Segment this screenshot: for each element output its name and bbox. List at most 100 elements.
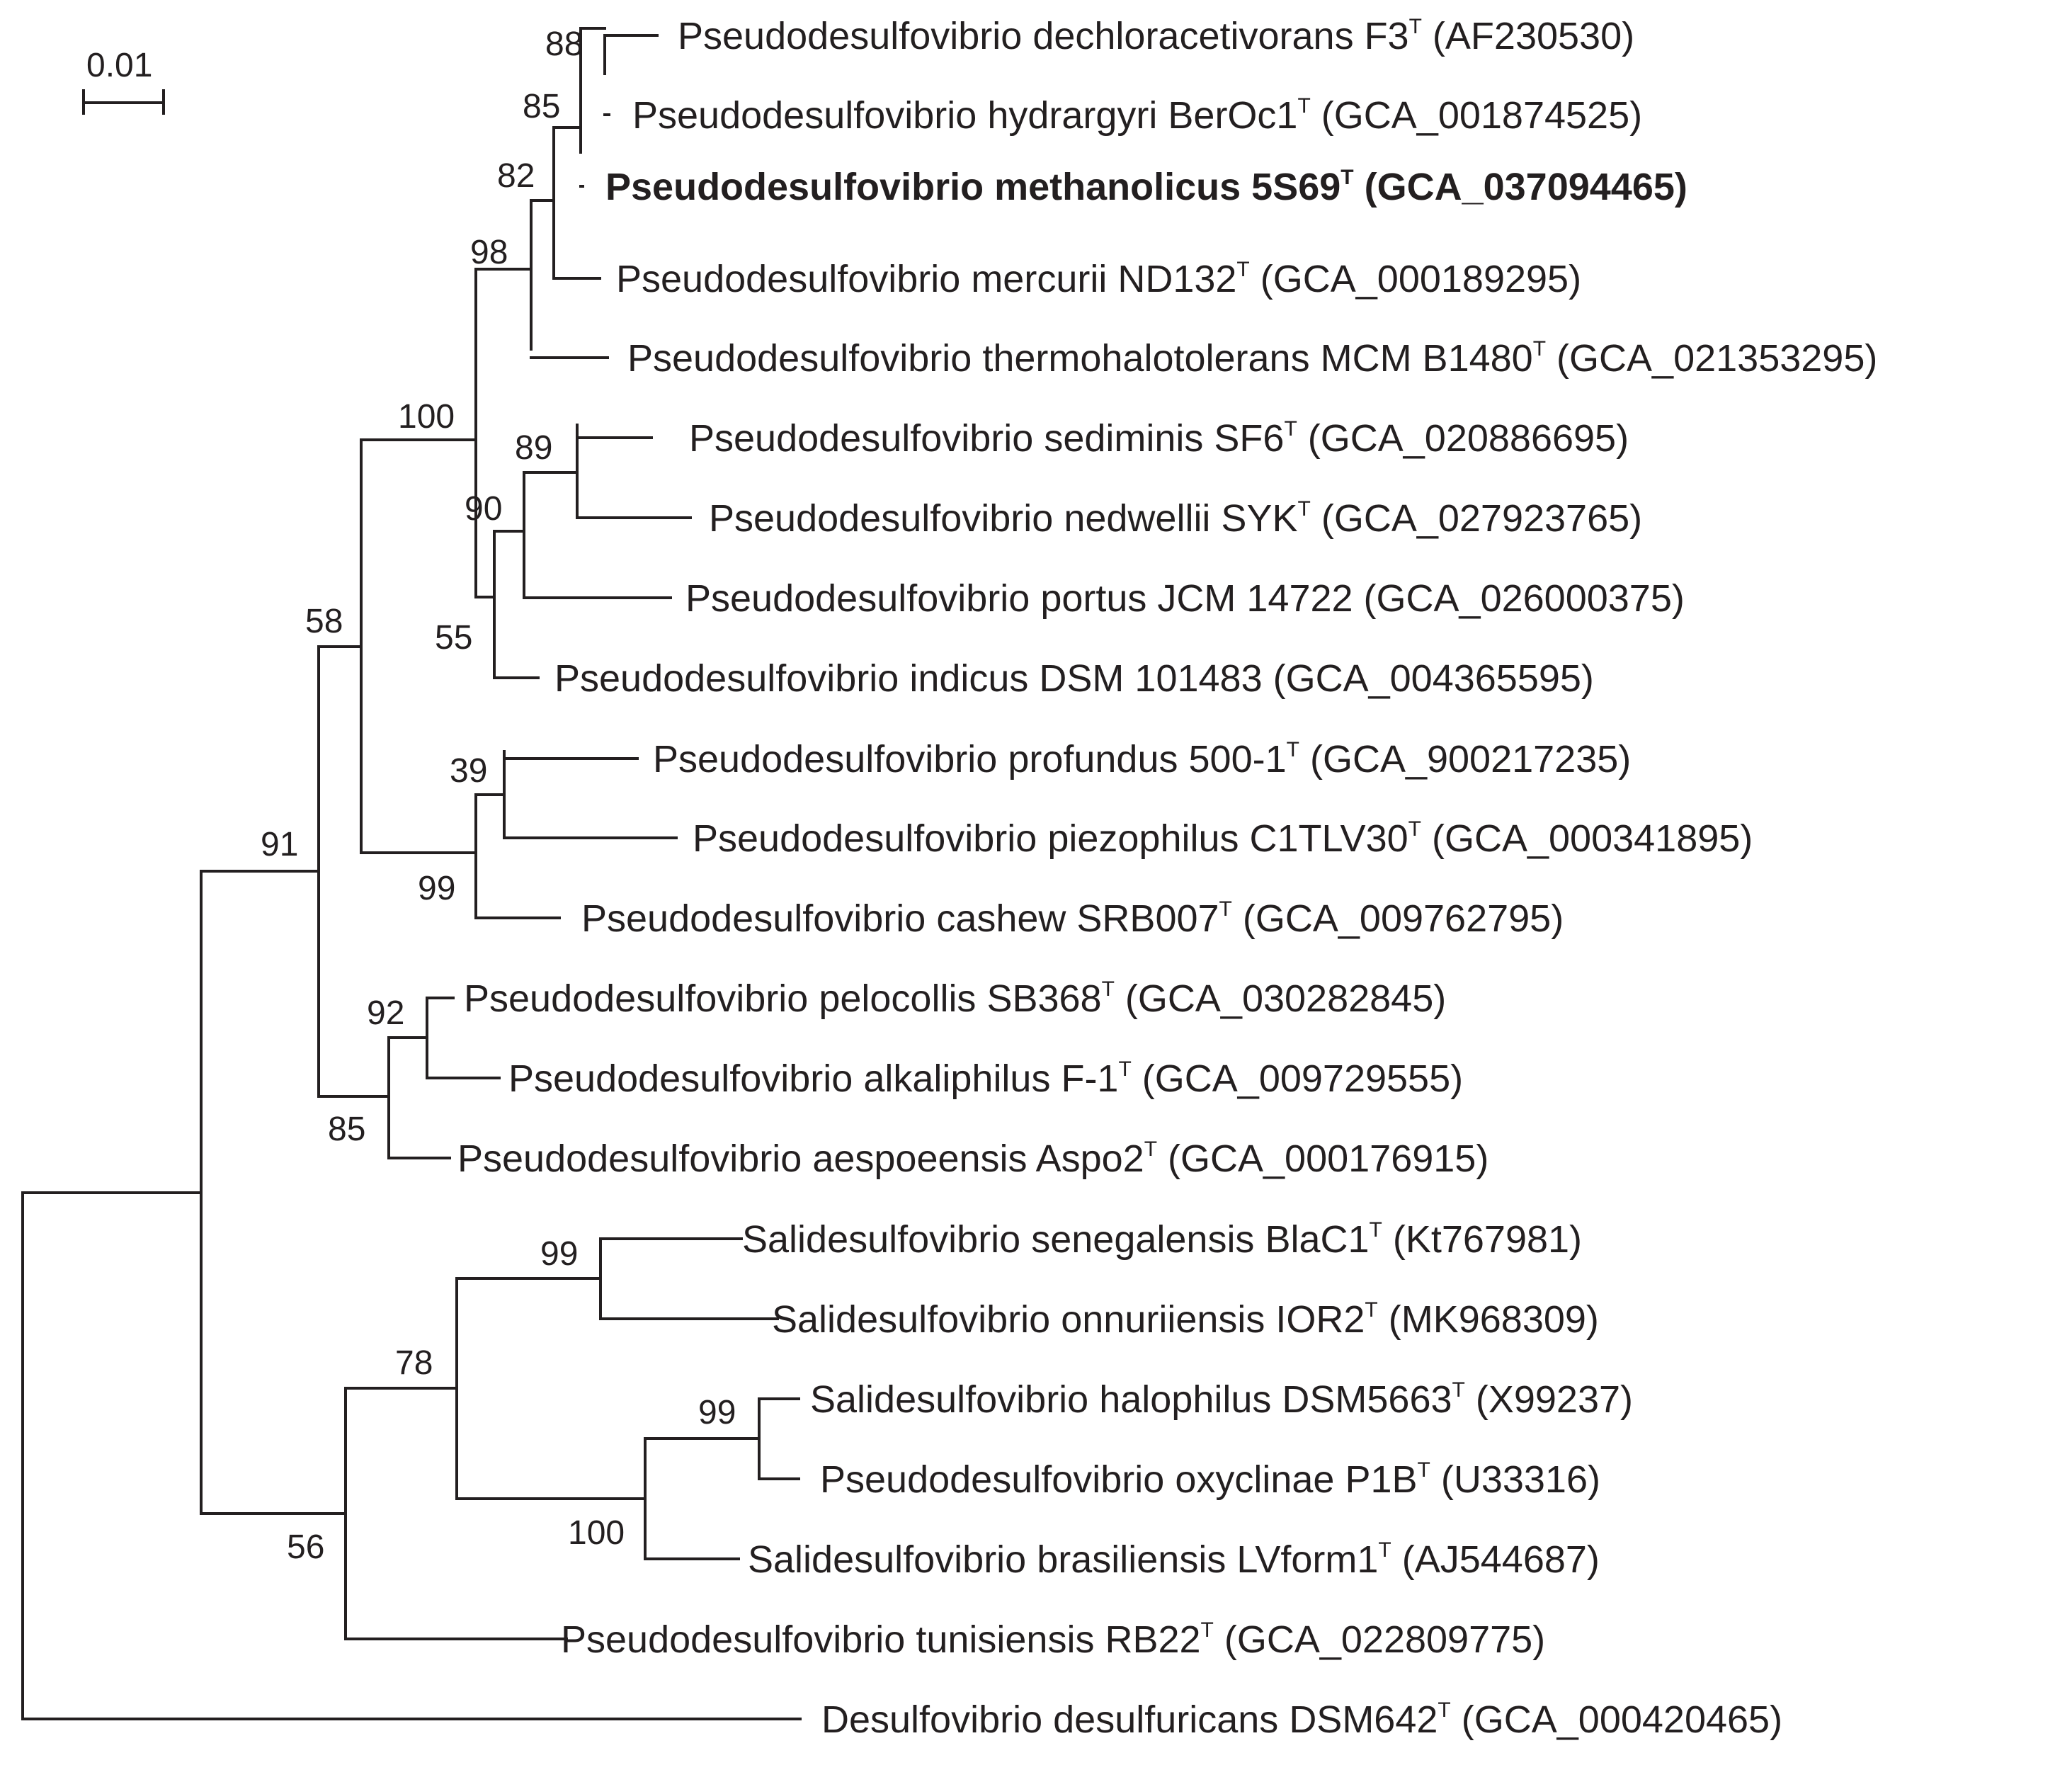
type-strain-mark: T bbox=[1378, 1538, 1391, 1562]
taxon-label: Salidesulfovibrio senegalensis BlaC1T (K… bbox=[742, 1218, 1582, 1261]
taxon-name: Pseudodesulfovibrio piezophilus C1TLV30 bbox=[693, 817, 1408, 860]
taxon-label: Pseudodesulfovibrio mercurii ND132T (GCA… bbox=[616, 258, 1581, 300]
taxon-label: Pseudodesulfovibrio oxyclinae P1BT (U333… bbox=[820, 1458, 1600, 1501]
taxon-label: Pseudodesulfovibrio nedwellii SYKT (GCA_… bbox=[709, 497, 1642, 540]
taxon-label: Pseudodesulfovibrio portus JCM 14722 (GC… bbox=[685, 577, 1685, 620]
accession: (GCA_900217235) bbox=[1299, 738, 1631, 781]
type-strain-mark: T bbox=[1533, 337, 1546, 361]
type-strain-mark: T bbox=[1102, 977, 1115, 1001]
type-strain-mark: T bbox=[1370, 1218, 1382, 1242]
accession: (MK968309) bbox=[1378, 1298, 1599, 1341]
type-strain-mark: T bbox=[1438, 1698, 1450, 1722]
bootstrap-value: 99 bbox=[418, 870, 455, 907]
scale-bar-label: 0.01 bbox=[86, 47, 152, 84]
taxon-label: Desulfovibrio desulfuricans DSM642T (GCA… bbox=[821, 1698, 1782, 1741]
bootstrap-value: 55 bbox=[435, 619, 472, 657]
accession: (AJ544687) bbox=[1391, 1538, 1600, 1581]
type-strain-mark: T bbox=[1144, 1137, 1157, 1161]
taxon-name: Pseudodesulfovibrio thermohalotolerans M… bbox=[627, 337, 1533, 380]
taxon-name: Pseudodesulfovibrio dechloracetivorans F… bbox=[678, 15, 1409, 57]
accession: (GCA_021353295) bbox=[1546, 337, 1877, 380]
taxon-name: Salidesulfovibrio halophilus DSM5663 bbox=[810, 1378, 1452, 1421]
accession: (GCA_001874525) bbox=[1311, 94, 1642, 137]
accession: (U33316) bbox=[1430, 1458, 1600, 1501]
taxon-label: Pseudodesulfovibrio hydrargyri BerOc1T (… bbox=[632, 94, 1642, 137]
type-strain-mark: T bbox=[1201, 1618, 1214, 1642]
taxon-label: Salidesulfovibrio halophilus DSM5663T (X… bbox=[810, 1378, 1633, 1421]
bootstrap-value: 39 bbox=[450, 752, 487, 790]
taxon-label: Pseudodesulfovibrio methanolicus 5S69T (… bbox=[605, 166, 1687, 208]
accession: (GCA_027923765) bbox=[1311, 497, 1642, 540]
taxon-label: Pseudodesulfovibrio sediminis SF6T (GCA_… bbox=[689, 417, 1629, 460]
type-strain-mark: T bbox=[1365, 1298, 1377, 1322]
taxon-name: Pseudodesulfovibrio aespoeensis Aspo2 bbox=[457, 1137, 1144, 1180]
taxon-name: Salidesulfovibrio onnuriiensis IOR2 bbox=[772, 1298, 1365, 1341]
type-strain-mark: T bbox=[1118, 1057, 1131, 1081]
accession: (GCA_000420465) bbox=[1451, 1698, 1782, 1741]
taxon-label: Pseudodesulfovibrio alkaliphilus F-1T (G… bbox=[508, 1057, 1463, 1100]
type-strain-mark: T bbox=[1298, 497, 1311, 521]
accession: (GCA_037094465) bbox=[1354, 166, 1687, 208]
bootstrap-value: 88 bbox=[545, 25, 583, 63]
bootstrap-value: 92 bbox=[367, 994, 404, 1032]
bootstrap-value: 82 bbox=[497, 157, 535, 195]
taxon-label: Pseudodesulfovibrio cashew SRB007T (GCA_… bbox=[581, 897, 1564, 940]
taxon-name: Pseudodesulfovibrio hydrargyri BerOc1 bbox=[632, 94, 1297, 137]
type-strain-mark: T bbox=[1287, 738, 1299, 761]
accession: (GCA_000176915) bbox=[1157, 1137, 1488, 1180]
bootstrap-value: 91 bbox=[261, 826, 298, 863]
type-strain-mark: T bbox=[1408, 817, 1421, 841]
taxon-name: Pseudodesulfovibrio mercurii ND132 bbox=[616, 258, 1236, 300]
type-strain-mark: T bbox=[1452, 1378, 1465, 1402]
taxon-label: Pseudodesulfovibrio pelocollis SB368T (G… bbox=[464, 977, 1446, 1020]
type-strain-mark: T bbox=[1418, 1458, 1430, 1482]
taxon-label: Salidesulfovibrio brasiliensis LVform1T … bbox=[748, 1538, 1600, 1581]
accession: (GCA_000341895) bbox=[1421, 817, 1753, 860]
taxon-label: Salidesulfovibrio onnuriiensis IOR2T (MK… bbox=[772, 1298, 1599, 1341]
bootstrap-value: 56 bbox=[287, 1528, 324, 1566]
bootstrap-value: 58 bbox=[305, 603, 343, 640]
bootstrap-value: 99 bbox=[540, 1235, 578, 1273]
accession: (Kt767981) bbox=[1382, 1218, 1582, 1261]
accession: (X99237) bbox=[1465, 1378, 1633, 1421]
taxon-name: Pseudodesulfovibrio indicus DSM 101483 (… bbox=[554, 657, 1594, 700]
taxon-name: Desulfovibrio desulfuricans DSM642 bbox=[821, 1698, 1438, 1741]
taxon-name: Pseudodesulfovibrio sediminis SF6 bbox=[689, 417, 1284, 460]
type-strain-mark: T bbox=[1297, 94, 1310, 118]
accession: (GCA_009729555) bbox=[1132, 1057, 1463, 1100]
taxon-label: Pseudodesulfovibrio tunisiensis RB22T (G… bbox=[561, 1618, 1545, 1661]
taxon-name: Salidesulfovibrio brasiliensis LVform1 bbox=[748, 1538, 1378, 1581]
taxon-name: Pseudodesulfovibrio alkaliphilus F-1 bbox=[508, 1057, 1118, 1100]
accession: (GCA_030282845) bbox=[1115, 977, 1446, 1020]
taxon-label: Pseudodesulfovibrio profundus 500-1T (GC… bbox=[653, 738, 1631, 781]
bootstrap-value: 90 bbox=[465, 490, 502, 528]
taxon-label: Pseudodesulfovibrio dechloracetivorans F… bbox=[678, 15, 1634, 57]
bootstrap-value: 85 bbox=[328, 1111, 365, 1148]
taxon-label: Pseudodesulfovibrio aespoeensis Aspo2T (… bbox=[457, 1137, 1488, 1180]
taxon-name: Pseudodesulfovibrio nedwellii SYK bbox=[709, 497, 1298, 540]
taxon-label: Pseudodesulfovibrio piezophilus C1TLV30T… bbox=[693, 817, 1753, 860]
bootstrap-value: 78 bbox=[395, 1344, 433, 1382]
scale-bar: 0.01 bbox=[82, 47, 165, 115]
taxon-name: Pseudodesulfovibrio portus JCM 14722 (GC… bbox=[685, 577, 1685, 620]
accession: (AF230530) bbox=[1422, 15, 1634, 57]
taxon-name: Pseudodesulfovibrio pelocollis SB368 bbox=[464, 977, 1102, 1020]
accession: (GCA_009762795) bbox=[1232, 897, 1564, 940]
taxon-label: Pseudodesulfovibrio thermohalotolerans M… bbox=[627, 337, 1877, 380]
taxon-name: Pseudodesulfovibrio tunisiensis RB22 bbox=[561, 1618, 1201, 1661]
accession: (GCA_020886695) bbox=[1297, 417, 1629, 460]
type-strain-mark: T bbox=[1236, 258, 1249, 281]
bootstrap-value: 89 bbox=[515, 429, 552, 467]
bootstrap-value: 99 bbox=[698, 1394, 736, 1431]
type-strain-mark: T bbox=[1409, 15, 1422, 38]
taxon-name: Pseudodesulfovibrio profundus 500-1 bbox=[653, 738, 1287, 781]
taxon-label: Pseudodesulfovibrio indicus DSM 101483 (… bbox=[554, 657, 1594, 700]
type-strain-mark: T bbox=[1219, 897, 1232, 921]
taxon-name: Pseudodesulfovibrio oxyclinae P1B bbox=[820, 1458, 1418, 1501]
tree-branches bbox=[21, 27, 802, 1720]
type-strain-mark: T bbox=[1284, 417, 1297, 441]
accession: (GCA_000189295) bbox=[1250, 258, 1581, 300]
accession: (GCA_022809775) bbox=[1214, 1618, 1545, 1661]
